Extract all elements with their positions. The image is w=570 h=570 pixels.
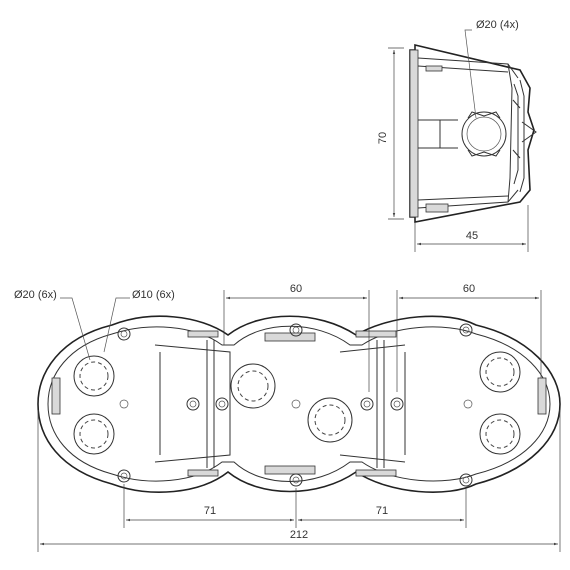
front-view: Ø20 (6x) Ø10 (6x) 60 60 71 71 212 <box>14 283 561 552</box>
dim-screw-right: 71 <box>376 505 388 517</box>
dim-pitch-top-right: 60 <box>463 283 475 295</box>
dim-height: 70 <box>377 132 389 144</box>
dim-pitch-top-left: 60 <box>290 283 302 295</box>
label-hole-large: Ø20 (6x) <box>14 289 57 301</box>
screw-bosses <box>117 323 473 487</box>
label-hole-small: Ø10 (6x) <box>132 289 175 301</box>
side-view: Ø20 (4x) 70 45 <box>377 19 537 252</box>
dim-screw-left: 71 <box>204 505 216 517</box>
knockouts-large <box>73 351 521 455</box>
dim-overall: 212 <box>290 529 308 541</box>
label-hole-side: Ø20 (4x) <box>476 19 519 31</box>
dim-depth: 45 <box>466 230 478 242</box>
